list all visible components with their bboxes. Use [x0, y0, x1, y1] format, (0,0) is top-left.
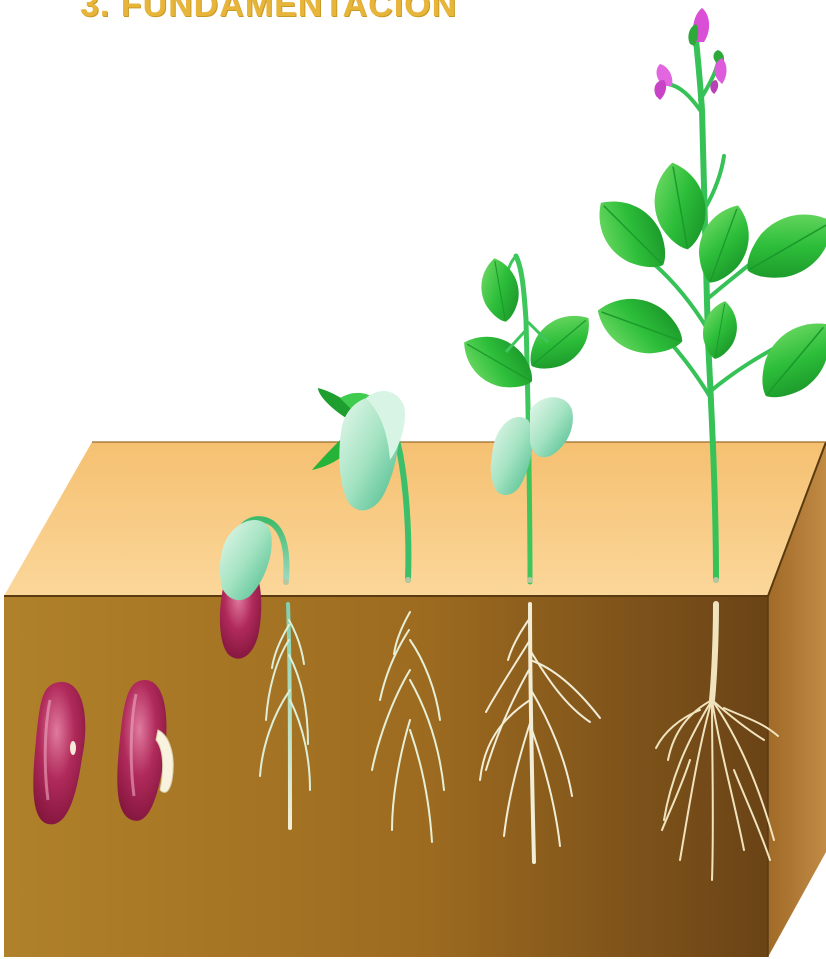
page-title: 3. FUNDAMENTACIÓN	[80, 0, 457, 25]
soil-top-surface	[4, 442, 826, 596]
flower-buds	[654, 8, 726, 100]
